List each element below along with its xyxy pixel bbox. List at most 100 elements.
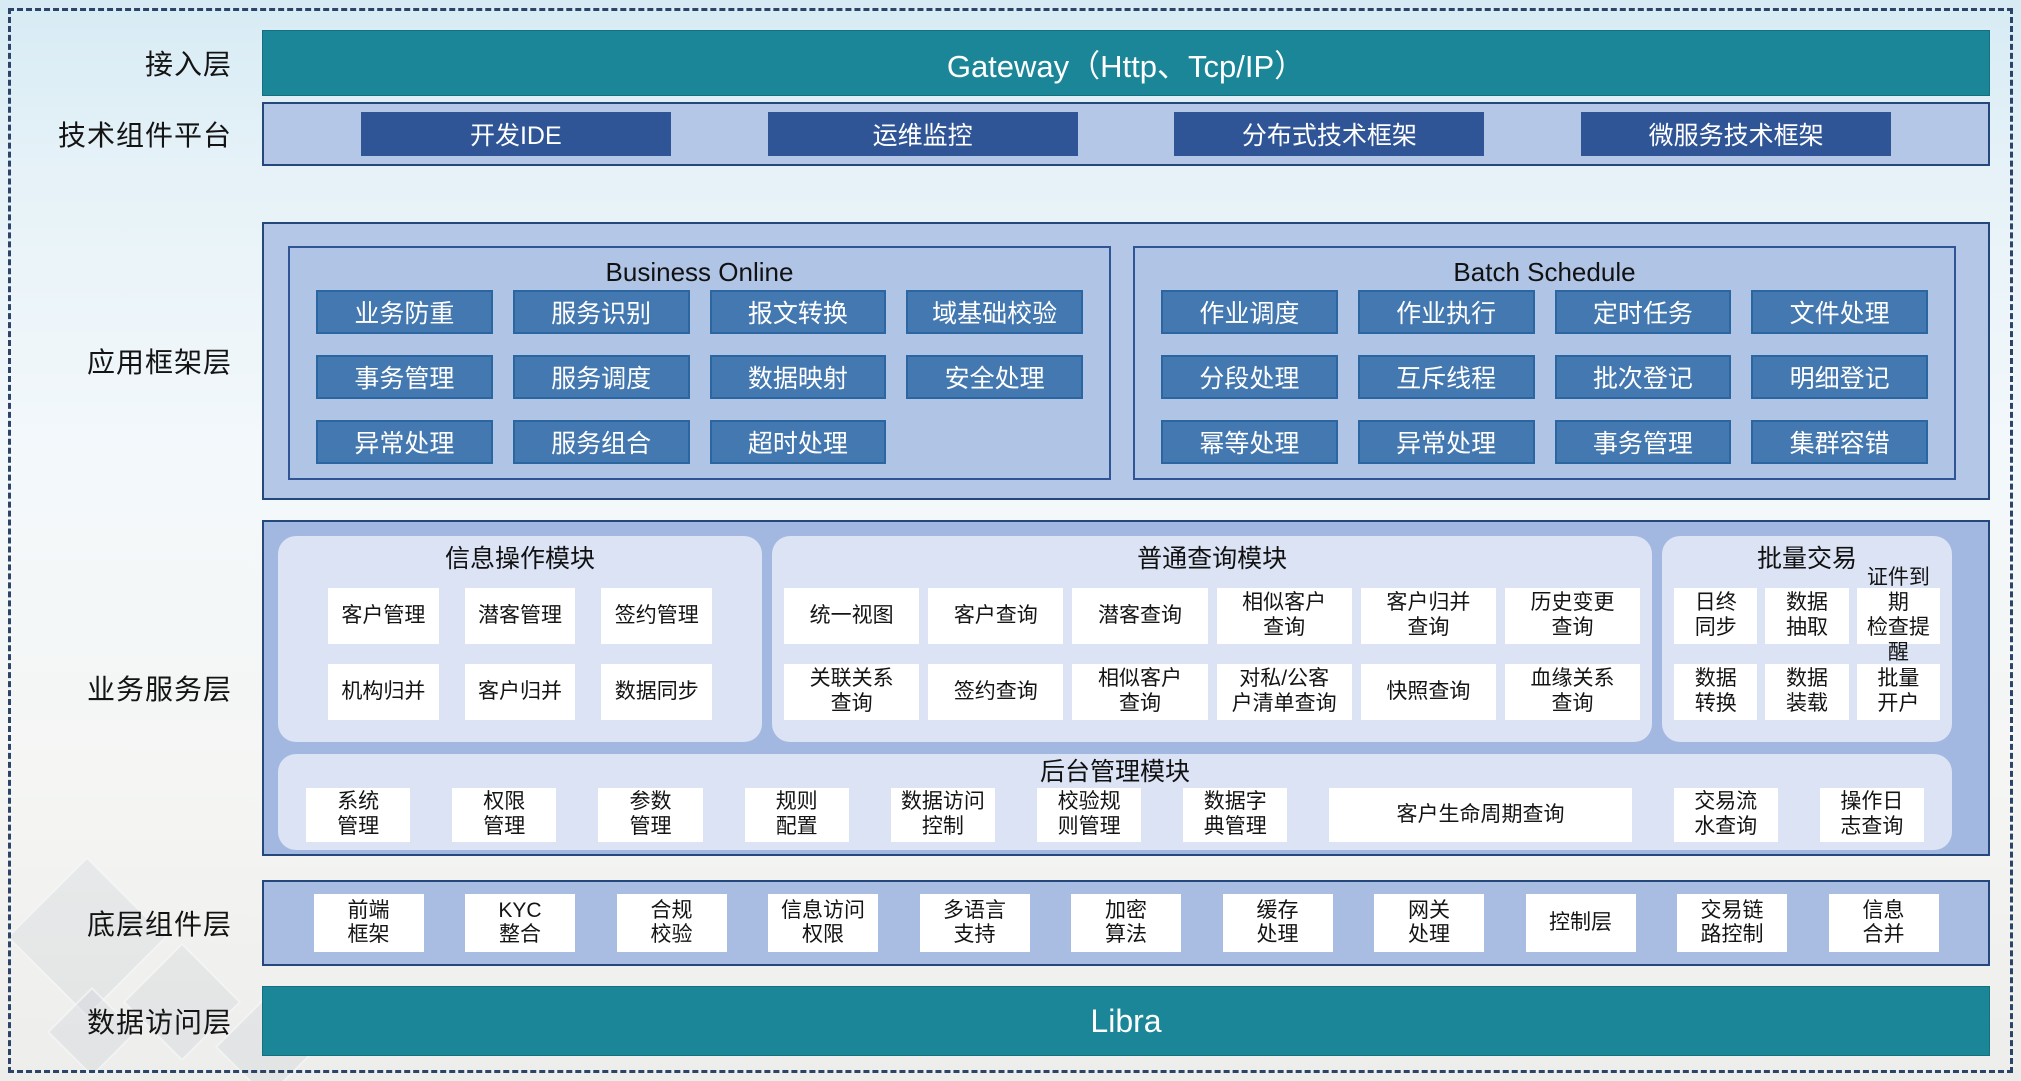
service-button[interactable]: 数据同步 <box>601 664 713 720</box>
service-button[interactable]: 客户管理 <box>328 588 439 644</box>
framework-button[interactable]: 文件处理 <box>1751 290 1928 334</box>
service-button[interactable]: 快照查询 <box>1360 664 1496 720</box>
layer-label-access: 接入层 <box>144 49 232 80</box>
framework-button[interactable]: 报文转换 <box>709 290 887 334</box>
tech-platform-button[interactable]: 运维监控 <box>767 112 1078 156</box>
gateway-title: Gateway（Http、Tcp/IP） <box>946 48 1306 84</box>
framework-button[interactable]: 服务调度 <box>512 355 690 399</box>
admin-button[interactable]: 客户生命周期查询 <box>1329 788 1632 842</box>
framework-button[interactable]: 数据映射 <box>709 355 887 399</box>
framework-button[interactable]: 服务组合 <box>512 420 690 464</box>
batch-trade-module: 批量交易 日终 同步数据 抽取证件到期 检查提醒数据 转换数据 装载批量 开户 <box>1662 536 1953 742</box>
framework-button[interactable]: 事务管理 <box>316 355 493 399</box>
service-button[interactable]: 潜客管理 <box>464 588 576 644</box>
base-component-button[interactable]: KYC 整合 <box>465 894 575 952</box>
batch-trade-title: 批量交易 <box>1757 545 1858 573</box>
batch-schedule-grid: 作业调度作业执行定时任务文件处理分段处理互斥线程批次登记明细登记幂等处理异常处理… <box>1161 290 1928 464</box>
base-component-button[interactable]: 缓存 处理 <box>1222 894 1333 952</box>
framework-button[interactable]: 明细登记 <box>1751 355 1928 399</box>
tech-platform-button[interactable]: 分布式技术框架 <box>1174 112 1485 156</box>
service-button[interactable]: 关联关系 查询 <box>784 664 920 720</box>
info-operation-title: 信息操作模块 <box>445 545 596 573</box>
base-component-button[interactable]: 控制层 <box>1525 894 1636 952</box>
layer-label-tech-platform: 技术组件平台 <box>57 120 232 151</box>
business-online-title: Business Online <box>605 257 794 287</box>
service-button[interactable]: 相似客户 查询 <box>1216 588 1352 644</box>
tech-platform-button[interactable]: 开发IDE <box>360 112 671 156</box>
gateway-bar: Gateway（Http、Tcp/IP） <box>262 30 1990 96</box>
service-button[interactable]: 批量 开户 <box>1856 664 1941 720</box>
query-module-title: 普通查询模块 <box>1137 545 1288 573</box>
framework-button[interactable]: 事务管理 <box>1554 420 1732 464</box>
base-component-button[interactable]: 信息访问 权限 <box>768 894 878 952</box>
framework-button[interactable]: 异常处理 <box>316 420 493 464</box>
info-operation-grid: 客户管理潜客管理签约管理机构归并客户归并数据同步 <box>290 576 750 732</box>
service-button[interactable]: 数据 转换 <box>1674 664 1758 720</box>
admin-button[interactable]: 规则 配置 <box>744 788 849 842</box>
admin-button[interactable]: 系统 管理 <box>306 788 411 842</box>
libra-bar: Libra <box>262 986 1990 1056</box>
base-component-button[interactable]: 信息 合并 <box>1828 894 1939 952</box>
framework-button[interactable]: 作业调度 <box>1161 290 1338 334</box>
base-component-button[interactable]: 加密 算法 <box>1071 894 1181 952</box>
service-button[interactable]: 签约管理 <box>601 588 713 644</box>
service-button[interactable]: 客户归并 <box>464 664 576 720</box>
admin-button[interactable]: 数据访问 控制 <box>890 788 995 842</box>
framework-button[interactable]: 互斥线程 <box>1357 355 1535 399</box>
tech-platform-button[interactable]: 微服务技术框架 <box>1581 112 1892 156</box>
layer-label-data-access: 数据访问层 <box>86 1007 232 1038</box>
batch-schedule-title: Batch Schedule <box>1453 257 1636 287</box>
framework-button[interactable]: 超时处理 <box>709 420 887 464</box>
base-component-button[interactable]: 前端 框架 <box>313 894 424 952</box>
business-online-group: Business Online 业务防重服务识别报文转换域基础校验事务管理服务调… <box>288 246 1111 480</box>
framework-button[interactable]: 作业执行 <box>1357 290 1535 334</box>
base-component-button[interactable]: 合规 校验 <box>616 894 727 952</box>
business-service-container: 信息操作模块 客户管理潜客管理签约管理机构归并客户归并数据同步 普通查询模块 统… <box>262 520 1990 856</box>
service-button[interactable]: 客户查询 <box>928 588 1064 644</box>
framework-button[interactable]: 业务防重 <box>316 290 493 334</box>
service-button[interactable]: 相似客户 查询 <box>1072 664 1208 720</box>
service-modules-row: 信息操作模块 客户管理潜客管理签约管理机构归并客户归并数据同步 普通查询模块 统… <box>278 536 1953 742</box>
framework-button[interactable]: 定时任务 <box>1554 290 1732 334</box>
admin-button[interactable]: 数据字 典管理 <box>1183 788 1288 842</box>
framework-button[interactable]: 安全处理 <box>906 355 1083 399</box>
service-button[interactable]: 历史变更 查询 <box>1504 588 1641 644</box>
service-button[interactable]: 签约查询 <box>928 664 1064 720</box>
admin-module-title: 后台管理模块 <box>1039 758 1190 786</box>
framework-button[interactable]: 分段处理 <box>1161 355 1338 399</box>
tech-platform-container: 开发IDE 运维监控 分布式技术框架 微服务技术框架 <box>262 102 1990 166</box>
framework-button[interactable]: 服务识别 <box>512 290 690 334</box>
admin-button[interactable]: 参数 管理 <box>598 788 703 842</box>
service-button[interactable]: 数据 装载 <box>1765 664 1849 720</box>
service-button[interactable]: 血缘关系 查询 <box>1504 664 1641 720</box>
service-button[interactable]: 统一视图 <box>784 588 920 644</box>
framework-button[interactable]: 批次登记 <box>1554 355 1732 399</box>
libra-title: Libra <box>1090 1002 1162 1039</box>
framework-button[interactable]: 域基础校验 <box>906 290 1083 334</box>
query-module: 普通查询模块 统一视图客户查询潜客查询相似客户 查询客户归并 查询历史变更 查询… <box>772 536 1653 742</box>
service-button[interactable]: 机构归并 <box>328 664 439 720</box>
admin-module-grid: 系统 管理权限 管理参数 管理规则 配置数据访问 控制校验规 则管理数据字 典管… <box>306 788 1924 842</box>
framework-button[interactable]: 幂等处理 <box>1161 420 1338 464</box>
admin-module: 后台管理模块 系统 管理权限 管理参数 管理规则 配置数据访问 控制校验规 则管… <box>278 754 1952 850</box>
base-component-button[interactable]: 网关 处理 <box>1374 894 1484 952</box>
service-button[interactable]: 潜客查询 <box>1072 588 1208 644</box>
admin-button[interactable]: 操作日 志查询 <box>1819 788 1924 842</box>
layer-label-business-service: 业务服务层 <box>86 674 232 705</box>
admin-button[interactable]: 校验规 则管理 <box>1037 788 1142 842</box>
base-component-button[interactable]: 交易链 路控制 <box>1677 894 1787 952</box>
service-button[interactable]: 客户归并 查询 <box>1360 588 1496 644</box>
app-framework-container: Business Online 业务防重服务识别报文转换域基础校验事务管理服务调… <box>262 222 1990 500</box>
framework-button[interactable]: 异常处理 <box>1357 420 1535 464</box>
base-component-button[interactable]: 多语言 支持 <box>919 894 1030 952</box>
service-button[interactable]: 数据 抽取 <box>1765 588 1849 644</box>
info-operation-module: 信息操作模块 客户管理潜客管理签约管理机构归并客户归并数据同步 <box>278 536 763 742</box>
query-module-grid: 统一视图客户查询潜客查询相似客户 查询客户归并 查询历史变更 查询关联关系 查询… <box>784 576 1641 732</box>
service-button[interactable]: 证件到期 检查提醒 <box>1856 566 1941 664</box>
service-button[interactable]: 日终 同步 <box>1674 588 1758 644</box>
framework-button[interactable]: 集群容错 <box>1751 420 1928 464</box>
admin-button[interactable]: 交易流 水查询 <box>1673 788 1778 842</box>
admin-button[interactable]: 权限 管理 <box>452 788 557 842</box>
service-button[interactable]: 对私/公客 户清单查询 <box>1216 664 1352 720</box>
